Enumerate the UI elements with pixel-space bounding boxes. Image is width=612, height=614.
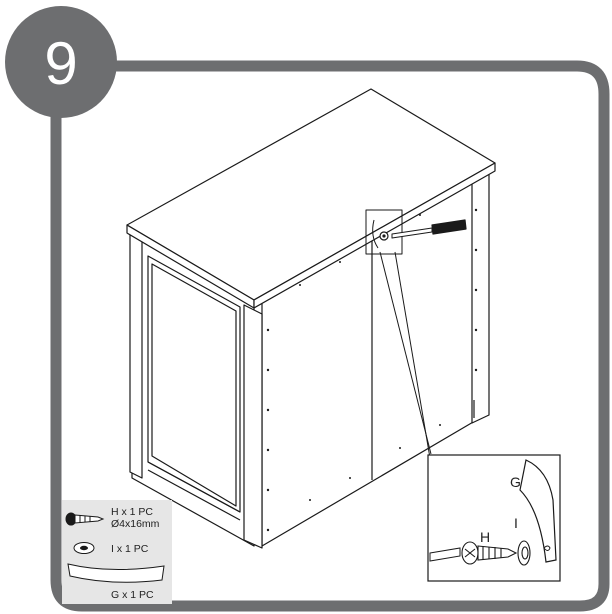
part-h-name: H x 1 PC xyxy=(111,506,153,518)
washer-i-shape xyxy=(517,540,531,566)
bracket-g-shape xyxy=(519,459,557,563)
step-number: 9 xyxy=(44,30,77,97)
part-i-name: I x 1 PC xyxy=(111,543,149,555)
label-g: G xyxy=(510,474,521,490)
bracket-icon xyxy=(67,563,165,583)
parts-list: H x 1 PC Ø4x16mm I x 1 PC G x 1 PC xyxy=(62,500,172,604)
label-i: I xyxy=(514,515,518,531)
cabinet-illustration xyxy=(126,88,496,549)
screw-icon xyxy=(65,512,105,526)
part-h-size: Ø4x16mm xyxy=(111,518,160,530)
detail-zoom-panel: G H I xyxy=(427,454,561,582)
screw-h-shape xyxy=(461,541,518,565)
part-g-name: G x 1 PC xyxy=(111,589,154,601)
step-frame xyxy=(50,60,610,612)
label-h: H xyxy=(480,529,490,545)
washer-icon xyxy=(73,542,95,554)
step-badge xyxy=(5,6,117,118)
